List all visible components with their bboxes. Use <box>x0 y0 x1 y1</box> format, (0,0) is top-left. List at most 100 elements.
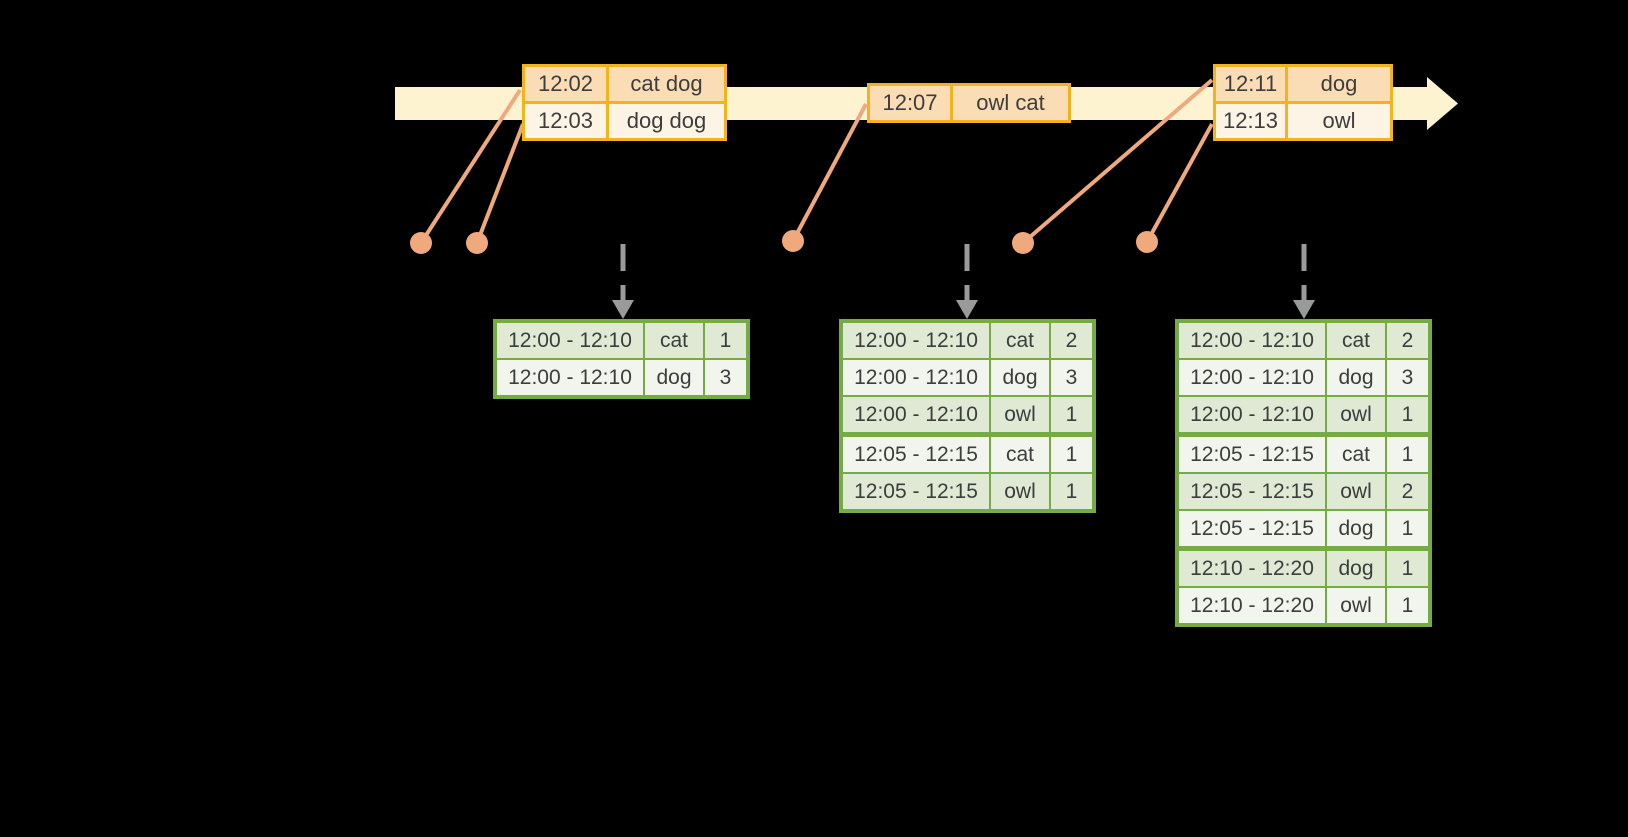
count-cell: 2 <box>1387 474 1428 509</box>
result-row: 12:00 - 12:10 owl 1 <box>843 397 1092 432</box>
result-window-group: 12:05 - 12:15 cat 1 12:05 - 12:15 owl 1 <box>843 437 1092 509</box>
window-cell: 12:00 - 12:10 <box>1179 323 1325 358</box>
result-window-group: 12:00 - 12:10 cat 2 12:00 - 12:10 dog 3 … <box>1179 323 1428 432</box>
result-row: 12:00 - 12:10 dog 3 <box>843 360 1092 395</box>
word-cell: dog <box>991 360 1049 395</box>
event-dot-1213 <box>1136 231 1158 253</box>
result-window-group: 12:00 - 12:10 cat 1 12:00 - 12:10 dog 3 <box>497 323 746 395</box>
count-cell: 1 <box>1051 474 1092 509</box>
window-cell: 12:05 - 12:15 <box>1179 474 1325 509</box>
result-table-3: 12:00 - 12:10 cat 2 12:00 - 12:10 dog 3 … <box>1175 319 1432 627</box>
event-time-cell: 12:11 <box>1216 67 1285 101</box>
result-row: 12:00 - 12:10 dog 3 <box>497 360 746 395</box>
window-cell: 12:00 - 12:10 <box>497 360 643 395</box>
word-cell: cat <box>991 323 1049 358</box>
event-table-batch2: 12:07 owl cat <box>867 83 1071 123</box>
result-row: 12:10 - 12:20 dog 1 <box>1179 551 1428 586</box>
event-row: 12:02 cat dog <box>525 67 724 101</box>
event-marker-line-1211 <box>1021 78 1214 245</box>
window-cell: 12:05 - 12:15 <box>1179 437 1325 472</box>
event-row: 12:03 dog dog <box>525 104 724 138</box>
trigger-arrow-head-icon-1 <box>612 300 634 319</box>
result-row: 12:05 - 12:15 cat 1 <box>1179 437 1428 472</box>
count-cell: 1 <box>1387 588 1428 623</box>
result-row: 12:05 - 12:15 owl 1 <box>843 474 1092 509</box>
result-table-1: 12:00 - 12:10 cat 1 12:00 - 12:10 dog 3 <box>493 319 750 399</box>
result-row: 12:00 - 12:10 cat 2 <box>843 323 1092 358</box>
result-row: 12:05 - 12:15 owl 2 <box>1179 474 1428 509</box>
event-words-cell: owl cat <box>953 86 1068 120</box>
timeline-arrowhead-icon <box>1427 77 1458 130</box>
event-time-cell: 12:13 <box>1216 104 1285 138</box>
event-row: 12:07 owl cat <box>870 86 1068 120</box>
window-cell: 12:00 - 12:10 <box>497 323 643 358</box>
event-time-cell: 12:02 <box>525 67 606 101</box>
event-time-cell: 12:07 <box>870 86 950 120</box>
event-table-batch3: 12:11 dog 12:13 owl <box>1213 64 1393 141</box>
count-cell: 1 <box>1387 397 1428 432</box>
word-cell: dog <box>645 360 703 395</box>
trigger-arrow-head-icon-2 <box>956 300 978 319</box>
event-marker-line-1207 <box>791 103 868 242</box>
event-marker-line-1213 <box>1145 123 1214 243</box>
window-cell: 12:00 - 12:10 <box>1179 360 1325 395</box>
word-cell: owl <box>1327 474 1385 509</box>
word-cell: owl <box>991 474 1049 509</box>
event-words-cell: cat dog <box>609 67 724 101</box>
result-row: 12:00 - 12:10 cat 2 <box>1179 323 1428 358</box>
count-cell: 2 <box>1387 323 1428 358</box>
event-time-cell: 12:03 <box>525 104 606 138</box>
event-dot-1211 <box>1012 232 1034 254</box>
event-dot-1207 <box>782 230 804 252</box>
result-row: 12:00 - 12:10 owl 1 <box>1179 397 1428 432</box>
count-cell: 1 <box>1051 397 1092 432</box>
word-cell: dog <box>1327 360 1385 395</box>
window-cell: 12:05 - 12:15 <box>1179 511 1325 546</box>
window-cell: 12:00 - 12:10 <box>843 360 989 395</box>
event-words-cell: dog <box>1288 67 1390 101</box>
count-cell: 3 <box>1387 360 1428 395</box>
word-cell: dog <box>1327 551 1385 586</box>
event-marker-line-1203 <box>475 123 525 244</box>
word-cell: cat <box>991 437 1049 472</box>
count-cell: 1 <box>1387 551 1428 586</box>
event-words-cell: owl <box>1288 104 1390 138</box>
count-cell: 3 <box>1051 360 1092 395</box>
word-cell: cat <box>1327 437 1385 472</box>
word-cell: dog <box>1327 511 1385 546</box>
event-row: 12:11 dog <box>1216 67 1390 101</box>
count-cell: 3 <box>705 360 746 395</box>
word-cell: owl <box>991 397 1049 432</box>
result-window-group: 12:00 - 12:10 cat 2 12:00 - 12:10 dog 3 … <box>843 323 1092 432</box>
window-cell: 12:00 - 12:10 <box>843 397 989 432</box>
event-words-cell: dog dog <box>609 104 724 138</box>
result-row: 12:00 - 12:10 cat 1 <box>497 323 746 358</box>
count-cell: 1 <box>1387 437 1428 472</box>
window-cell: 12:10 - 12:20 <box>1179 588 1325 623</box>
event-table-batch1: 12:02 cat dog 12:03 dog dog <box>522 64 727 141</box>
window-cell: 12:00 - 12:10 <box>843 323 989 358</box>
result-window-group: 12:10 - 12:20 dog 1 12:10 - 12:20 owl 1 <box>1179 551 1428 623</box>
window-cell: 12:00 - 12:10 <box>1179 397 1325 432</box>
result-window-group: 12:05 - 12:15 cat 1 12:05 - 12:15 owl 2 … <box>1179 437 1428 546</box>
result-row: 12:10 - 12:20 owl 1 <box>1179 588 1428 623</box>
event-marker-line-1202 <box>419 88 522 245</box>
window-cell: 12:05 - 12:15 <box>843 474 989 509</box>
event-dot-1203 <box>466 232 488 254</box>
window-cell: 12:10 - 12:20 <box>1179 551 1325 586</box>
count-cell: 2 <box>1051 323 1092 358</box>
count-cell: 1 <box>1051 437 1092 472</box>
word-cell: cat <box>1327 323 1385 358</box>
word-cell: cat <box>645 323 703 358</box>
trigger-arrow-head-icon-3 <box>1293 300 1315 319</box>
result-row: 12:05 - 12:15 cat 1 <box>843 437 1092 472</box>
word-cell: owl <box>1327 588 1385 623</box>
event-row: 12:13 owl <box>1216 104 1390 138</box>
result-table-2: 12:00 - 12:10 cat 2 12:00 - 12:10 dog 3 … <box>839 319 1096 513</box>
count-cell: 1 <box>1387 511 1428 546</box>
event-dot-1202 <box>410 232 432 254</box>
count-cell: 1 <box>705 323 746 358</box>
word-cell: owl <box>1327 397 1385 432</box>
result-row: 12:00 - 12:10 dog 3 <box>1179 360 1428 395</box>
